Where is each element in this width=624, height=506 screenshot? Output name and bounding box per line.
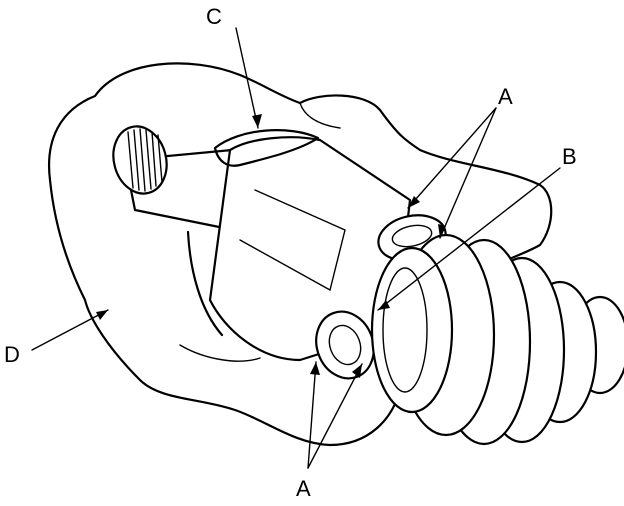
roller-lower-inner (328, 324, 362, 366)
label-c: C (206, 4, 222, 29)
label-b: B (562, 144, 577, 169)
housing-facet-2 (239, 239, 331, 291)
leader-lines (31, 27, 561, 469)
shaft-splines (127, 128, 163, 192)
housing-ring (213, 129, 320, 167)
boot-bellows (370, 233, 624, 446)
housing-ring-lower (186, 230, 224, 337)
label-d: D (4, 342, 20, 367)
label-a-top: A (498, 84, 513, 109)
grease-inner-lobe (299, 102, 341, 129)
roller-upper-inner (391, 224, 433, 248)
housing-facet-3 (329, 229, 346, 291)
label-a-bottom: A (296, 476, 311, 501)
housing-facet-1 (254, 189, 346, 231)
grease-lower-lobe (179, 344, 261, 362)
leader-arrowheads (96, 114, 446, 378)
